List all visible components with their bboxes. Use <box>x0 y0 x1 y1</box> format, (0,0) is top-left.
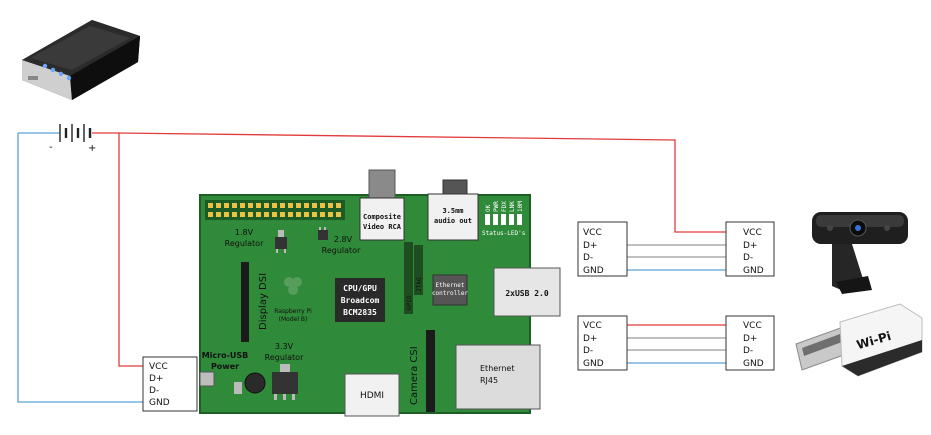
vcc-wire-camera <box>118 132 726 233</box>
wiring <box>17 132 726 403</box>
display-dsi-connector <box>241 262 249 342</box>
gpio-pins <box>208 203 341 217</box>
micro-usb-line1: Micro-USB <box>202 351 249 360</box>
gpio-jtag-strip <box>404 242 413 314</box>
power-gnd-label: GND <box>149 398 170 408</box>
usb-b-right-dplus: D+ <box>743 334 757 344</box>
regulator-33-chip <box>272 372 298 394</box>
jtag-label: JTAG <box>416 277 423 292</box>
usb-a-left-vcc: VCC <box>583 228 602 238</box>
usb-a-right-gnd: GND <box>743 266 764 276</box>
display-dsi-label: Display DSI <box>258 273 269 330</box>
power-dminus-label: D- <box>149 386 159 396</box>
status-leds-label: Status-LED's <box>482 230 526 237</box>
webcam-image <box>812 212 908 294</box>
power-bank-image <box>22 20 140 100</box>
audio-out-box <box>427 193 479 241</box>
usb-b-left-dplus: D+ <box>583 334 597 344</box>
usb-a-left-dminus: D- <box>583 253 593 263</box>
regulator-33-line1: 3.3V <box>275 342 294 351</box>
led-ok: OK <box>485 204 492 212</box>
cpu-line3: BCM2835 <box>343 308 377 317</box>
usb-connector-a-left: VCC D+ D- GND <box>577 221 628 277</box>
raspberry-logo <box>284 277 302 295</box>
cpu-chip <box>335 278 385 322</box>
composite-video-box <box>359 197 405 241</box>
ethernet-controller-line1: Ethernet <box>436 282 465 289</box>
regulator-28-line2: Regulator <box>322 246 361 255</box>
usb-a-left-dplus: D+ <box>583 241 597 251</box>
usb-b-right-dminus: D- <box>743 346 753 356</box>
micro-usb-port <box>199 371 215 387</box>
battery-plus-label: + <box>88 143 96 154</box>
regulator-28-chip <box>318 230 328 240</box>
ethernet-rj45-line1: Ethernet <box>480 364 514 373</box>
usb-port-block <box>493 267 561 317</box>
power-vcc-label: VCC <box>149 362 168 372</box>
gpio-jtag-label: GPIO <box>406 295 413 310</box>
ethernet-controller-line2: controller <box>432 290 469 297</box>
led-pwr: PWR <box>493 201 500 212</box>
raspberry-pi-board: Composite Video RCA 3.5mm audio out OK P… <box>199 169 561 417</box>
regulator-33-line2: Regulator <box>265 353 304 362</box>
vcc-wire-power <box>92 132 143 367</box>
regulator-18-chip <box>275 237 287 249</box>
ethernet-rj45-port <box>455 344 541 410</box>
led-fdx: FDX <box>501 201 508 212</box>
raspberry-pi-text-line1: Raspberry Pi <box>274 308 312 315</box>
usb-a-right-dminus: D- <box>743 253 753 263</box>
usb-connector-a-right: VCC D+ D- GND <box>725 221 775 277</box>
usb-b-right-vcc: VCC <box>743 321 762 331</box>
led-10m: 10M <box>517 201 524 212</box>
audio-out-line2: audio out <box>434 217 472 225</box>
usb-b-left-dminus: D- <box>583 346 593 356</box>
rca-jack <box>368 169 396 199</box>
regulator-18-line1: 1.8V <box>235 228 254 237</box>
usb-b-left-gnd: GND <box>583 359 604 369</box>
cpu-line1: CPU/GPU <box>343 284 377 293</box>
battery-symbol: - + <box>18 124 96 154</box>
battery-minus-label: - <box>49 142 53 153</box>
ethernet-controller-chip <box>432 274 468 306</box>
micro-usb-line2: Power <box>211 362 239 371</box>
usb-b-left-vcc: VCC <box>583 321 602 331</box>
usb-connector-b-right: VCC D+ D- GND <box>725 315 775 371</box>
usb-a-right-vcc: VCC <box>743 228 762 238</box>
raspberry-pi-text-line2: (Model B) <box>279 316 308 323</box>
capacitor <box>244 372 266 394</box>
status-leds: OK PWR FDX LNK 10M Status-LED's <box>482 201 526 237</box>
ethernet-rj45-line2: RJ45 <box>480 376 498 385</box>
usb-a-right-dplus: D+ <box>743 241 757 251</box>
usb-b-right-gnd: GND <box>743 359 764 369</box>
wifi-dongle-image: Wi-Pi <box>795 303 923 377</box>
usb-connector-b-left: VCC D+ D- GND <box>577 315 628 371</box>
hdmi-port <box>344 373 400 417</box>
power-input-connector: VCC D+ D- GND <box>142 356 198 412</box>
camera-csi-label: Camera CSI <box>409 346 420 405</box>
camera-csi-connector <box>426 330 435 412</box>
regulator-18-line2: Regulator <box>225 239 264 248</box>
usb-label: 2xUSB 2.0 <box>505 289 549 298</box>
hdmi-label: HDMI <box>360 391 384 401</box>
gnd-wire-power <box>17 133 143 403</box>
usb-a-left-gnd: GND <box>583 266 604 276</box>
composite-video-line1: Composite <box>363 213 401 221</box>
power-dplus-label: D+ <box>149 374 163 384</box>
cpu-line2: Broadcom <box>341 296 380 305</box>
regulator-28-line1: 2.8V <box>334 235 353 244</box>
audio-out-line1: 3.5mm <box>442 207 463 215</box>
led-lnk: LNK <box>509 201 516 212</box>
composite-video-line2: Video RCA <box>363 223 402 231</box>
